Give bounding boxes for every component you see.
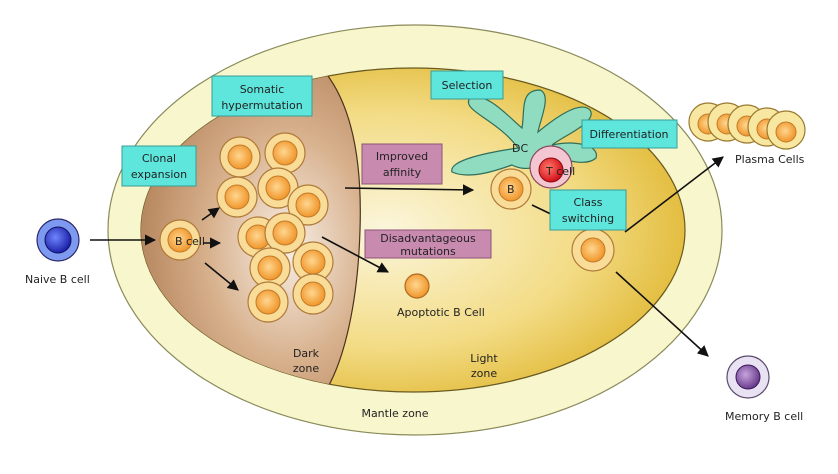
clonal-expansion-box: Clonal expansion	[121, 145, 197, 187]
arrow-to-memory	[615, 271, 709, 357]
b-cell	[216, 176, 258, 218]
disadv-text-2: mutations	[400, 245, 456, 258]
b-cell	[264, 132, 306, 174]
improved-text-2: affinity	[383, 166, 422, 179]
b-cell	[264, 212, 306, 254]
disadvantageous-box: Disadvantageous mutations	[364, 229, 492, 259]
t-cell-label: T cell	[545, 165, 575, 178]
light-zone-label-1: Light	[470, 352, 498, 365]
mantle-zone-label: Mantle zone	[361, 407, 428, 420]
improved-text-1: Improved	[376, 150, 428, 163]
b-cell	[219, 136, 261, 178]
clonal-expansion-text-1: Clonal	[142, 152, 176, 165]
arrow-to-plasma	[624, 156, 724, 233]
apoptotic-b-cell	[404, 273, 430, 299]
b-cell	[292, 273, 334, 315]
improved-affinity-box: Improved affinity	[361, 143, 443, 185]
b-cell	[287, 184, 329, 226]
memory-b-cell-label: Memory B cell	[725, 410, 803, 423]
memory-b-cell	[726, 355, 770, 399]
class-text-2: switching	[562, 212, 614, 225]
b-cell	[249, 247, 291, 289]
selection-box: Selection	[430, 70, 504, 100]
somatic-hypermutation-box: Somatic hypermutation	[211, 75, 313, 117]
b-label: B	[507, 183, 515, 196]
t-cell: T cell	[529, 145, 575, 189]
dark-zone-label-2: zone	[293, 362, 319, 375]
plasma-cells	[688, 102, 806, 150]
clonal-expansion-text-2: expansion	[131, 168, 187, 181]
dark-zone-cells	[216, 132, 334, 323]
apoptotic-label: Apoptotic B Cell	[397, 306, 485, 319]
naive-b-cell-label: Naive B cell	[25, 273, 90, 286]
class-switching-box: Class switching	[549, 189, 627, 231]
arrow-improved-affinity	[344, 184, 475, 196]
somatic-text-1: Somatic	[240, 83, 285, 96]
class-text-1: Class	[574, 196, 603, 209]
plasma-cells-label: Plasma Cells	[735, 153, 805, 166]
arrow-bcell-expand-3	[204, 262, 239, 291]
arrow-disadvantageous	[321, 236, 389, 273]
selection-text: Selection	[442, 79, 493, 92]
dark-zone-label-1: Dark	[293, 347, 320, 360]
differentiation-text: Differentiation	[589, 128, 668, 141]
class-switched-b-cell	[571, 228, 615, 272]
disadv-text-1: Disadvantageous	[380, 232, 476, 245]
dc-label: DC	[512, 142, 528, 155]
b-cell-label: B cell	[175, 235, 205, 248]
somatic-text-2: hypermutation	[221, 99, 302, 112]
arrow-bcell-expand-1	[201, 207, 220, 221]
naive-b-cell	[36, 218, 80, 262]
b-cell	[247, 281, 289, 323]
differentiation-box: Differentiation	[581, 119, 678, 149]
entering-b-cell: B cell	[159, 219, 205, 261]
light-zone-b-cell: B	[490, 168, 532, 210]
light-zone-label-2: zone	[471, 367, 497, 380]
b-cell	[292, 241, 334, 283]
